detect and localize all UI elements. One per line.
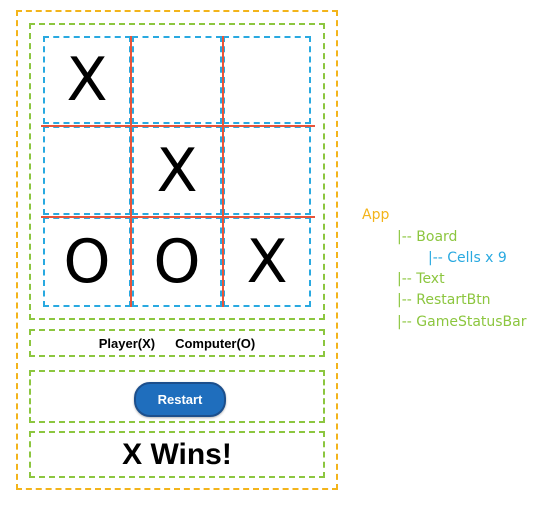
- player-label: Player(X): [98, 335, 156, 351]
- grid-line-vertical-1: [130, 36, 132, 307]
- computer-label: Computer(O): [175, 335, 256, 351]
- player-text-bar: Player(X) Computer(O): [29, 329, 325, 357]
- tree-root-label: App: [362, 207, 390, 223]
- status-message: X Wins!: [122, 437, 232, 471]
- cell-0[interactable]: X: [43, 36, 131, 124]
- cell-1[interactable]: [132, 36, 222, 124]
- tree-restart-label: |-- RestartBtn: [397, 292, 491, 308]
- app-container: [16, 10, 338, 490]
- board: X X O O X: [29, 23, 325, 320]
- cell-8[interactable]: X: [223, 217, 311, 307]
- restart-button[interactable]: Restart: [134, 382, 226, 417]
- tree-cells-label: |-- Cells x 9: [428, 250, 507, 266]
- tree-board-label: |-- Board: [397, 229, 458, 245]
- game-status-bar: X Wins!: [29, 431, 325, 478]
- cell-7[interactable]: O: [132, 217, 222, 307]
- grid-line-vertical-2: [222, 36, 224, 307]
- restart-bar: Restart: [29, 370, 325, 423]
- tree-text-label: |-- Text: [397, 271, 445, 287]
- grid-line-horizontal-2: [41, 216, 315, 218]
- cell-3[interactable]: [43, 126, 131, 215]
- tree-status-label: |-- GameStatusBar: [397, 314, 527, 330]
- cell-4[interactable]: X: [132, 126, 222, 215]
- cell-5[interactable]: [223, 126, 311, 215]
- grid-line-horizontal-1: [41, 125, 315, 127]
- cell-2[interactable]: [223, 36, 311, 124]
- cell-6[interactable]: O: [43, 217, 131, 307]
